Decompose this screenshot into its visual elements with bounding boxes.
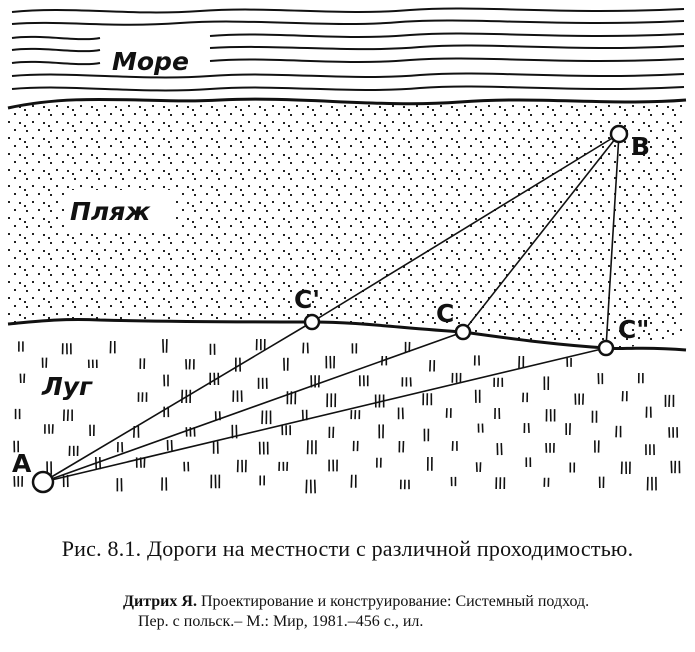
point-A-label: A bbox=[12, 449, 32, 478]
point-C-prime-label: C' bbox=[294, 285, 320, 314]
point-B-label: B bbox=[631, 132, 650, 161]
beach-label-backdrop bbox=[64, 190, 176, 230]
point-A-marker bbox=[31, 470, 55, 494]
road-C-prime-to-B bbox=[311, 133, 620, 323]
terrain-diagram: Море Пляж Луг A B C' C C" bbox=[7, 7, 687, 494]
point-C-label: C bbox=[436, 299, 454, 328]
figure-number: Рис. 8.1. bbox=[61, 536, 142, 561]
road-A-to-C-double-prime bbox=[42, 347, 607, 483]
sea-waves bbox=[11, 7, 685, 92]
sea-region: Море bbox=[11, 7, 685, 92]
meadow-grass bbox=[13, 339, 681, 494]
source-title: Проектирование и конструирование: Систем… bbox=[200, 593, 590, 610]
beach-label: Пляж bbox=[70, 197, 151, 226]
source-author: Дитрих Я. bbox=[123, 593, 197, 610]
points bbox=[31, 124, 629, 494]
road-A-to-C-prime bbox=[42, 321, 313, 483]
beach-region: Пляж bbox=[7, 97, 687, 349]
road-C-to-B bbox=[462, 133, 620, 333]
source-line-2: Пер. с польск.– М.: Мир, 1981.–456 с., и… bbox=[138, 613, 424, 630]
point-C-marker bbox=[454, 323, 472, 341]
meadow-label: Луг bbox=[41, 372, 93, 401]
sea-label: Море bbox=[112, 47, 189, 76]
figure-title: Дороги на местности с различной проходим… bbox=[147, 536, 634, 561]
point-B-marker bbox=[609, 124, 629, 144]
roads bbox=[42, 133, 620, 483]
point-C-prime-marker bbox=[303, 313, 321, 331]
point-C-double-prime-label: C" bbox=[618, 315, 649, 344]
figure-caption: Рис. 8.1. Дороги на местности с различно… bbox=[0, 536, 695, 562]
shoreline-sea bbox=[7, 97, 687, 110]
meadow-label-backdrop bbox=[38, 368, 108, 402]
source-line-1: Дитрих Я. Проектирование и конструирован… bbox=[123, 593, 589, 611]
road-A-to-C bbox=[42, 331, 464, 483]
point-C-double-prime-marker bbox=[597, 339, 615, 357]
road-C-double-prime-to-B bbox=[605, 133, 620, 349]
